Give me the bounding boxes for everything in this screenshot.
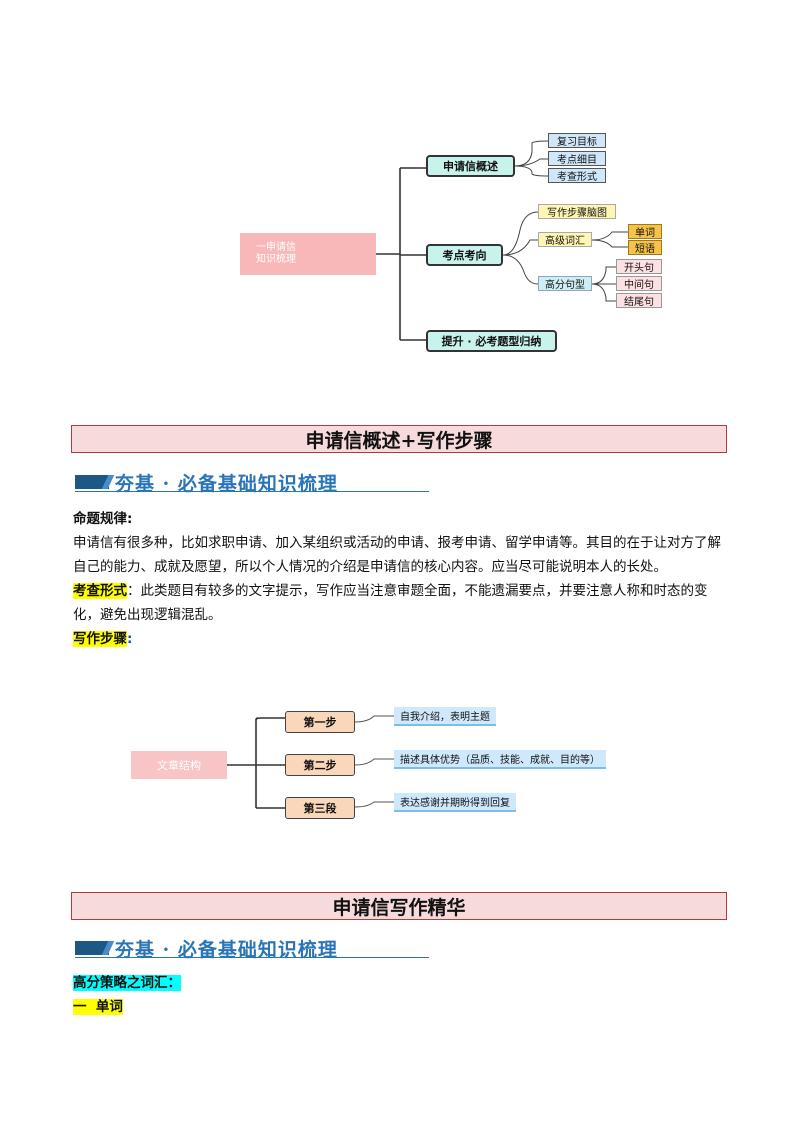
label-high-score-strategy: 高分策略之词汇： <box>73 975 181 991</box>
branch-overview: 申请信概述 <box>426 155 515 177</box>
step-one-desc: 自我介绍，表明主题 <box>394 707 496 726</box>
structure-root: 文章结构 <box>131 751 227 779</box>
leaf-writing-steps-map: 写作步骤脑图 <box>538 204 616 219</box>
leaf-high-score-sentences: 高分句型 <box>538 276 592 291</box>
leaf-middle-sentence: 中间句 <box>616 276 662 291</box>
paragraph-exam-form: 考查形式：此类题目有较多的文字提示，写作应当注意审题全面，不能遗漏要点，并要注意… <box>73 579 733 627</box>
section-title-overview: 申请信概述+写作步骤 <box>71 425 727 453</box>
step-two-desc: 描述具体优势（品质、技能、成就、目的等） <box>394 750 606 769</box>
paragraph-exam-form-text: ：此类题目有较多的文字提示，写作应当注意审题全面，不能遗漏要点，并要注意人称和时… <box>73 583 708 623</box>
banner-text: 夯基 · 必备基础知识梳理 <box>115 473 338 495</box>
label-words: 一 单词 <box>73 999 123 1015</box>
step-one: 第一步 <box>285 711 355 733</box>
strategy-label-line: 高分策略之词汇： <box>73 971 733 995</box>
writing-steps-label-line: 写作步骤: <box>73 627 733 651</box>
banner-underline <box>75 957 429 958</box>
banner-knowledge-1: 夯基 · 必备基础知识梳理 <box>75 469 429 495</box>
banner-text: 夯基 · 必备基础知识梳理 <box>115 939 338 961</box>
label-proposition-rule: 命题规律: <box>73 511 133 527</box>
leaf-opening-sentence: 开头句 <box>616 259 662 274</box>
leaf-review-goal: 复习目标 <box>548 133 606 148</box>
step-three: 第三段 <box>285 797 355 819</box>
banner-knowledge-2: 夯基 · 必备基础知识梳理 <box>75 935 429 961</box>
mindmap-root: 一申请信 知识梳理 <box>240 233 376 275</box>
branch-exam-points: 考点考向 <box>426 244 503 266</box>
mindmap-root-line1: 一申请信 <box>256 242 296 253</box>
section-title-essentials: 申请信写作精华 <box>71 892 727 920</box>
label-writing-steps-colon: : <box>127 631 133 647</box>
banner-underline <box>75 491 429 492</box>
leaf-words: 单词 <box>628 224 662 239</box>
mindmap-overview-connectors <box>376 140 628 341</box>
word-label-line: 一 单词 <box>73 995 733 1019</box>
leaf-phrases: 短语 <box>628 240 662 255</box>
leaf-closing-sentence: 结尾句 <box>616 293 662 308</box>
step-two: 第二步 <box>285 754 355 776</box>
leaf-exam-form: 考查形式 <box>548 168 606 183</box>
label-exam-form: 考查形式 <box>73 583 127 599</box>
leaf-advanced-vocab: 高级词汇 <box>538 232 592 247</box>
leaf-exam-details: 考点细目 <box>548 151 606 166</box>
label-writing-steps: 写作步骤 <box>73 631 127 647</box>
branch-improvement: 提升 · 必考题型归纳 <box>426 330 557 352</box>
mindmap-root-line2: 知识梳理 <box>256 254 296 265</box>
proposition-rule-label-line: 命题规律: <box>73 507 733 531</box>
banner-bar <box>75 941 109 955</box>
paragraph-rule: 申请信有很多种，比如求职申请、加入某组织或活动的申请、报考申请、留学申请等。其目… <box>73 531 733 579</box>
paragraph-rule-text: 申请信有很多种，比如求职申请、加入某组织或活动的申请、报考申请、留学申请等。其目… <box>73 535 721 575</box>
banner-bar <box>75 475 109 489</box>
step-three-desc: 表达感谢并期盼得到回复 <box>394 793 516 812</box>
